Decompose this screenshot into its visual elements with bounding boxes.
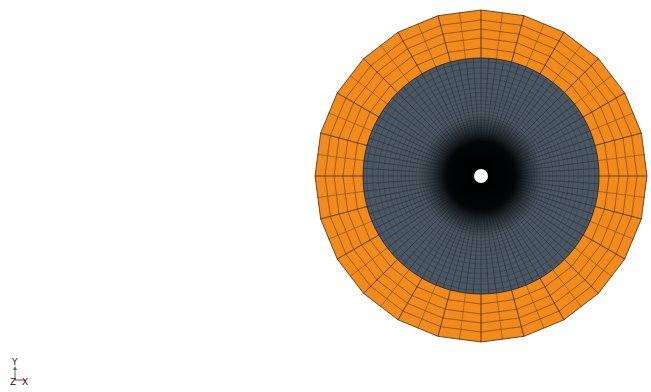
axis-label: Z <box>10 377 16 387</box>
ring-mesh-line <box>380 270 409 307</box>
ring-mesh-line <box>350 75 387 104</box>
ring-mesh-line <box>459 293 465 340</box>
ring-mesh-line <box>334 29 628 323</box>
ring-mesh-line <box>398 278 422 320</box>
disc-mesh-line <box>406 101 557 252</box>
ring-mesh-line <box>380 45 409 82</box>
disc-mesh-line <box>409 104 552 247</box>
ring-mesh-line <box>590 221 634 239</box>
disc-mesh-line <box>373 68 590 285</box>
ring-mesh-line <box>438 16 450 62</box>
ring-mesh-line <box>328 221 372 239</box>
ring-mesh-line <box>512 16 524 62</box>
ring-mesh-line <box>590 113 634 131</box>
ring-mesh-line <box>317 154 364 160</box>
ring-mesh-line <box>564 59 598 93</box>
ring-mesh-line <box>526 285 544 329</box>
ring-mesh-line <box>564 259 598 293</box>
ring-mesh-line <box>553 45 582 82</box>
ring-mesh-line <box>512 290 524 336</box>
ring-mesh-line <box>575 248 612 277</box>
ring-mesh-line <box>321 133 367 145</box>
ring-mesh-line <box>321 207 367 219</box>
ring-mesh-line <box>553 270 582 307</box>
disc-mesh-line <box>378 73 584 279</box>
ring-mesh-line <box>353 48 609 304</box>
ring-mesh-line <box>481 10 482 58</box>
disc-mesh-line <box>397 92 564 259</box>
ring-mesh-line <box>328 113 372 131</box>
ring-mesh-line <box>364 259 398 293</box>
ring-mesh-line <box>496 293 502 340</box>
ring-mesh-line <box>337 235 379 259</box>
disc-mesh-line <box>416 111 546 241</box>
ring-mesh-line <box>599 176 647 177</box>
disc-face <box>363 58 599 294</box>
ring-mesh-line <box>350 248 387 277</box>
disc-mesh-line <box>383 78 578 273</box>
ring-mesh-line <box>481 294 482 342</box>
disc-mesh-line <box>388 83 573 268</box>
ring-mesh-line <box>337 93 379 117</box>
outer-mesh-ring <box>315 10 647 342</box>
ring-mesh-line <box>317 191 364 197</box>
ring-mesh-line <box>343 38 619 314</box>
ring-mesh-line <box>595 133 641 145</box>
ring-mesh-line <box>438 290 450 336</box>
ring-mesh-line <box>325 20 637 332</box>
ring-mesh-line <box>598 191 645 197</box>
axis-label: X <box>22 377 28 387</box>
ring-mesh-line <box>595 207 641 219</box>
ring-mesh-line <box>540 278 564 320</box>
ring-mesh-line <box>496 12 502 59</box>
axis-label: Y <box>12 357 18 367</box>
ring-mesh-line <box>398 32 422 74</box>
ring-mesh-line <box>598 154 645 160</box>
disc-mesh-line <box>402 97 561 256</box>
inner-mesh-disc <box>363 58 599 294</box>
ring-face <box>315 10 647 342</box>
ring-mesh-line <box>575 75 612 104</box>
disc-mesh-line <box>419 114 543 238</box>
dense-mesh-core <box>419 114 543 238</box>
ring-mesh-line <box>315 176 363 177</box>
ring-mesh-line <box>418 285 436 329</box>
center-hole <box>474 169 488 183</box>
ring-mesh-line <box>540 32 564 74</box>
ring-mesh-line <box>583 93 625 117</box>
disc-mesh-line <box>367 62 596 291</box>
disc-mesh-line <box>413 108 549 244</box>
ring-mesh-line <box>583 235 625 259</box>
disc-mesh-line <box>393 88 569 264</box>
ring-mesh-line <box>526 23 544 67</box>
ring-mesh-line <box>364 59 398 93</box>
ring-mesh-line <box>418 23 436 67</box>
ring-mesh-line <box>459 12 465 59</box>
